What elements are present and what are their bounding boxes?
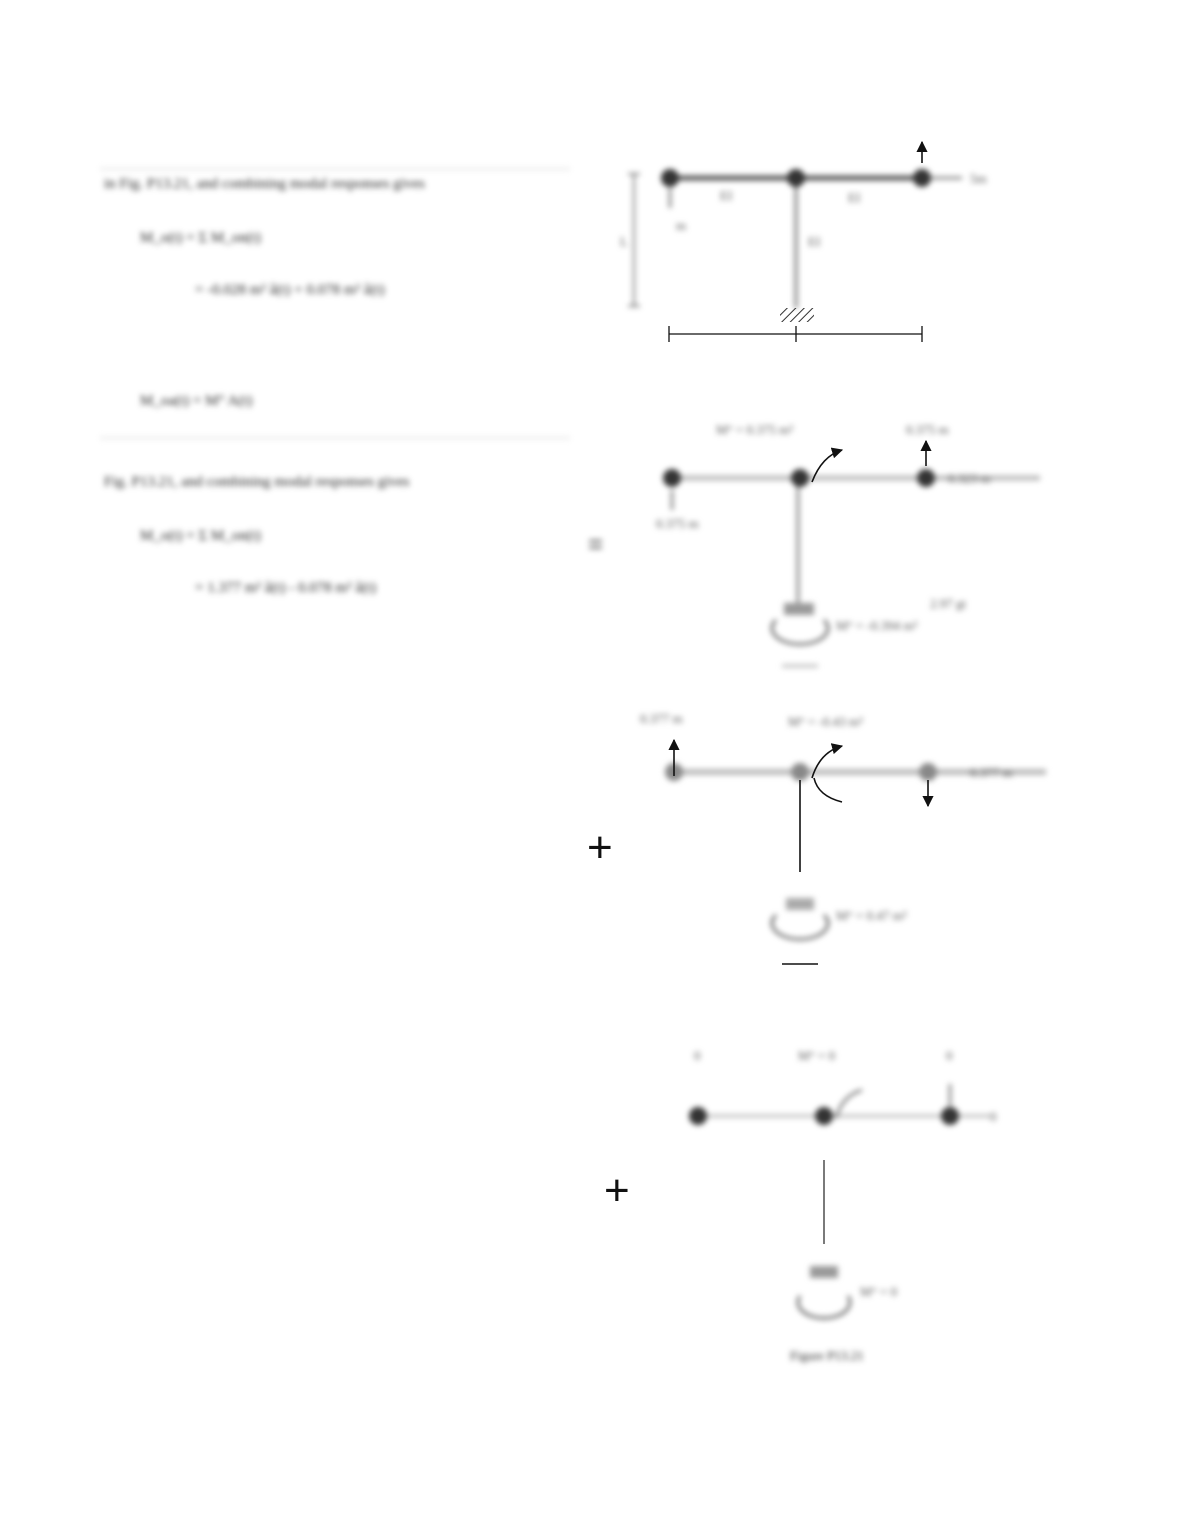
equation-3-line-2: = 1.377 m² â(t) - 0.078 m² â(t) <box>195 580 377 596</box>
figure-3-mode-2: 0.377 m M° = -0.43 m² 0.377 m M° = 0.47 … <box>640 711 1046 965</box>
middle-rule <box>100 437 570 439</box>
mass-node-center <box>787 169 805 187</box>
paragraph-1: in Fig. P13.21, and combining modal resp… <box>104 176 425 192</box>
fig2-moment-arrow <box>811 447 844 483</box>
fig2-force-left: 0.375 m <box>656 516 699 531</box>
equation-1-line-2: = -0.028 m² â(t) + 0.078 m² â(t) <box>195 282 385 298</box>
fig1-column-label: EI <box>808 234 820 249</box>
paragraph-2: Fig. P13.21, and combining modal respons… <box>104 474 410 490</box>
fig2-equals: = <box>588 529 603 559</box>
fig1-load-label: 5m <box>970 171 987 186</box>
equation-2: M_oa(t) = M° A(t) <box>140 393 253 409</box>
fig3-plus-sign: + <box>587 823 613 872</box>
fig3-moment-top: M° = -0.43 m² <box>788 714 863 729</box>
fig4-moment-top: M° = 0 <box>798 1048 835 1063</box>
equation-1-line-1: M_o(t) = Σ M_on(t) <box>140 230 261 246</box>
fig3-force-left: 0.377 m <box>640 711 683 726</box>
fig3-moment-arrow-top <box>811 743 844 779</box>
fig1-fixed-support <box>780 308 814 322</box>
fig4-left-val: 0 <box>694 1048 701 1063</box>
mass-node-right <box>913 169 931 187</box>
fig4-base-moment: M° = 0 <box>860 1284 897 1299</box>
fig2-base-extra: 2.97 gt <box>930 596 967 611</box>
figure-caption: Figure P13.21 <box>790 1348 864 1363</box>
fig4-far-val: 0 <box>990 1109 997 1124</box>
fig2-force-far: 0.323 m <box>948 471 991 486</box>
fig2-base-moment: M° = -0.394 m² <box>836 618 918 633</box>
fig2-force-right: 0.375 m <box>906 422 949 437</box>
top-rule <box>100 168 570 170</box>
fig4-right-val: 0 <box>946 1048 953 1063</box>
fig1-mass-label: m <box>676 218 686 233</box>
fig2-moment-top: M° = 0.375 m² <box>716 422 793 437</box>
fig3-moment-arrow-bottom <box>813 777 843 803</box>
fig4-plus-sign: + <box>604 1166 630 1215</box>
fig3-base-moment: M° = 0.47 m² <box>836 908 907 923</box>
fig1-member-right: EI <box>848 190 860 205</box>
fig1-member-left: EI <box>720 188 732 203</box>
figure-1-frame: 5m EI EI EI L m <box>620 140 987 342</box>
figure-2-mode-1: M° = 0.375 m² 0.375 m 0.323 m 0.375 m M°… <box>588 422 1040 668</box>
mass-node-left <box>661 169 679 187</box>
fig3-force-far: 0.377 m <box>970 765 1013 780</box>
figure-4-mode-3: 0 M° = 0 0 0 M° = 0 <box>689 1048 997 1320</box>
equation-3-line-1: M_o(t) = Σ M_on(t) <box>140 528 261 544</box>
fig1-height-label: L <box>620 234 628 249</box>
